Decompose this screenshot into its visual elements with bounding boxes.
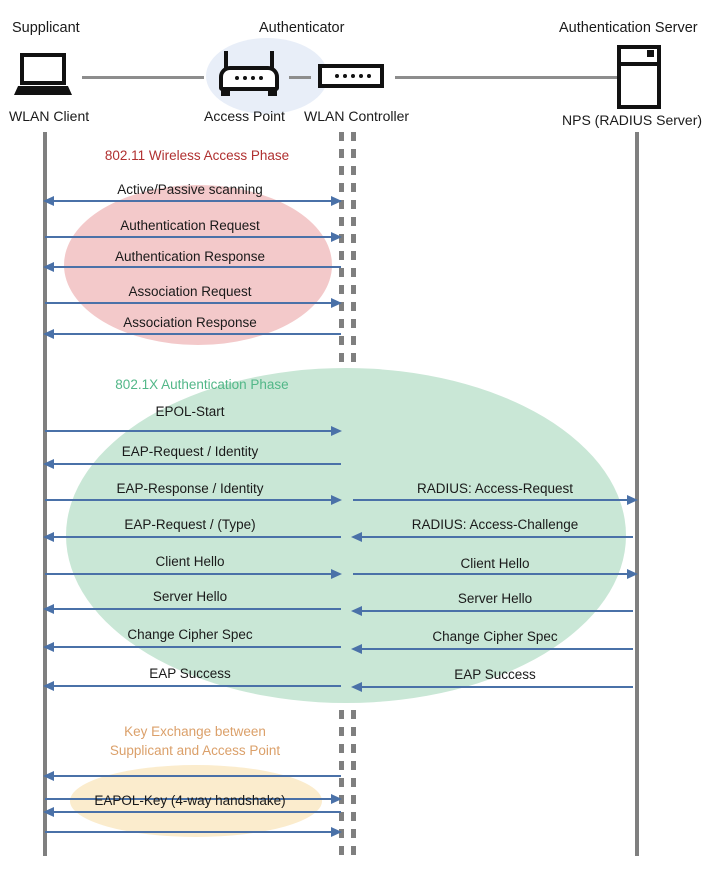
- arrow-head-left: [43, 262, 54, 272]
- message-arrow: [47, 333, 341, 335]
- actor-name-wlan-controller: WLAN Controller: [304, 108, 410, 124]
- message-label: Change Cipher Spec: [432, 629, 558, 644]
- message-label: EAP Success: [149, 666, 231, 681]
- message-arrow: [47, 646, 341, 648]
- message-arrow: [355, 648, 633, 650]
- wlan-controller-icon: [318, 64, 384, 88]
- message-arrow: [353, 499, 631, 501]
- arrow-head-left: [43, 532, 54, 542]
- arrow-head-left: [43, 681, 54, 691]
- arrow-head-left: [43, 196, 54, 206]
- arrow-head-left: [351, 644, 362, 654]
- message-label: Client Hello: [460, 556, 530, 571]
- link-ctrl-server: [395, 76, 617, 79]
- message-label: EAP-Request / (Type): [124, 517, 256, 532]
- arrow-head-right: [331, 232, 342, 242]
- actor-role-authentication-server: Authentication Server: [559, 20, 698, 36]
- message-arrow: [45, 499, 339, 501]
- arrow-head-right: [627, 495, 638, 505]
- access-point-icon: [219, 51, 279, 96]
- arrow-head-left: [43, 604, 54, 614]
- lifeline-auth-server: [635, 132, 639, 856]
- message-arrow: [355, 686, 633, 688]
- arrow-head-right: [331, 569, 342, 579]
- message-label: RADIUS: Access-Challenge: [411, 517, 579, 532]
- message-label: Active/Passive scanning: [117, 182, 263, 197]
- arrow-head-right: [627, 569, 638, 579]
- arrow-head-right: [331, 794, 342, 804]
- message-label: EAP Success: [454, 667, 536, 682]
- message-arrow: [353, 573, 631, 575]
- phase-label-key-exchange-line2: Supplicant and Access Point: [109, 743, 281, 758]
- message-label: Authentication Request: [120, 218, 260, 233]
- arrow-head-left: [43, 642, 54, 652]
- phase-ellipse-wireless-access: [64, 185, 332, 345]
- server-icon: [617, 45, 661, 109]
- phase-ellipse-key-exchange: [70, 765, 322, 837]
- message-arrow: [45, 831, 339, 833]
- message-label: EPOL-Start: [155, 404, 225, 419]
- message-label: EAPOL-Key (4-way handshake): [94, 793, 286, 808]
- actor-name-wlan-client: WLAN Client: [9, 108, 90, 124]
- message-label: RADIUS: Access-Request: [416, 481, 574, 496]
- message-label: Server Hello: [457, 591, 533, 606]
- arrow-head-right: [331, 426, 342, 436]
- message-label: Authentication Response: [114, 249, 266, 264]
- message-label: Client Hello: [155, 554, 225, 569]
- message-arrow: [45, 573, 339, 575]
- message-arrow: [47, 266, 341, 268]
- message-label: EAP-Response / Identity: [116, 481, 264, 496]
- message-arrow: [355, 610, 633, 612]
- message-label: Change Cipher Spec: [127, 627, 253, 642]
- message-arrow: [47, 608, 341, 610]
- message-arrow: [45, 236, 339, 238]
- actor-role-authenticator: Authenticator: [259, 20, 345, 36]
- message-label: Association Response: [123, 315, 257, 330]
- message-arrow: [47, 536, 341, 538]
- message-arrow: [45, 430, 339, 432]
- arrow-head-left: [43, 807, 54, 817]
- message-arrow: [47, 200, 341, 202]
- phase-label-dot1x: 802.1X Authentication Phase: [115, 377, 289, 392]
- arrow-head-left: [351, 606, 362, 616]
- phase-label-wireless-access: 802.11 Wireless Access Phase: [104, 148, 290, 163]
- arrow-head-right: [331, 827, 342, 837]
- arrow-head-right: [331, 196, 342, 206]
- laptop-icon: [14, 53, 72, 95]
- actor-role-supplicant: Supplicant: [12, 20, 80, 36]
- message-label: Server Hello: [152, 589, 228, 604]
- arrow-head-left: [351, 532, 362, 542]
- actor-name-access-point: Access Point: [204, 108, 285, 124]
- message-arrow: [47, 811, 341, 813]
- arrow-head-right: [331, 298, 342, 308]
- arrow-head-left: [351, 682, 362, 692]
- link-ap-ctrl: [289, 76, 311, 79]
- message-arrow: [355, 536, 633, 538]
- message-label: EAP-Request / Identity: [121, 444, 259, 459]
- message-label: Association Request: [128, 284, 252, 299]
- arrow-head-right: [331, 495, 342, 505]
- message-arrow: [47, 685, 341, 687]
- arrow-head-left: [43, 771, 54, 781]
- actor-name-nps-radius-server: NPS (RADIUS Server): [562, 112, 703, 128]
- link-client-ap: [82, 76, 204, 79]
- phase-label-key-exchange-line1: Key Exchange between: [124, 724, 266, 739]
- message-arrow: [47, 775, 341, 777]
- arrow-head-left: [43, 329, 54, 339]
- arrow-head-left: [43, 459, 54, 469]
- message-arrow: [47, 463, 341, 465]
- message-arrow: [45, 302, 339, 304]
- message-arrow: [45, 798, 339, 800]
- lifeline-supplicant: [43, 132, 47, 856]
